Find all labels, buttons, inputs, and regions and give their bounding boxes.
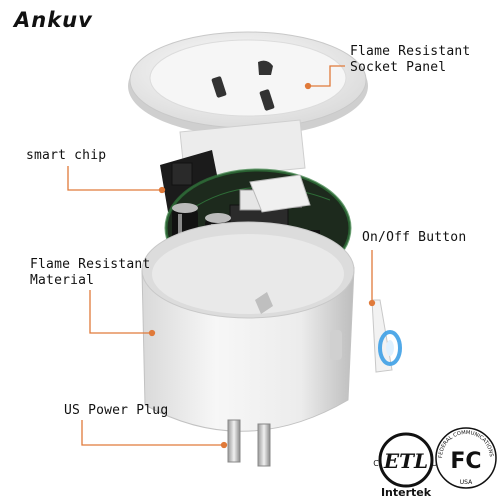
leader-socket-panel [310,65,345,87]
socket-panel [128,31,368,136]
leader-smart-chip [67,166,160,191]
brand-logo: Ankuv [14,8,93,32]
fcc-usa: USA [460,479,473,486]
socket-ground-hole [258,60,273,75]
callout-power-plug: US Power Plug [64,403,169,418]
base-shell [141,221,355,432]
etl-maker: Intertek [381,486,432,499]
callout-smart-chip: smart chip [26,148,107,163]
leader-material [89,290,150,334]
fcc-mark: FC [450,449,481,474]
brand-name: Ankuv [14,8,93,32]
leader-plug [81,420,222,446]
callout-on-off-button: On/Off Button [362,230,467,245]
etl-c: C [373,459,379,468]
us-power-plug-pins [227,419,271,467]
leader-lines [67,65,376,449]
callout-flame-material: Flame Resistant Material [30,257,151,288]
socket-slot-right [259,89,275,111]
etl-cert-mark: ETL C US Intertek [373,432,442,499]
callout-socket-panel: Flame Resistant Socket Panel [350,44,471,75]
etl-mark: ETL [383,449,428,473]
on-off-button-part [371,299,402,373]
socket-slot-left [211,76,227,98]
